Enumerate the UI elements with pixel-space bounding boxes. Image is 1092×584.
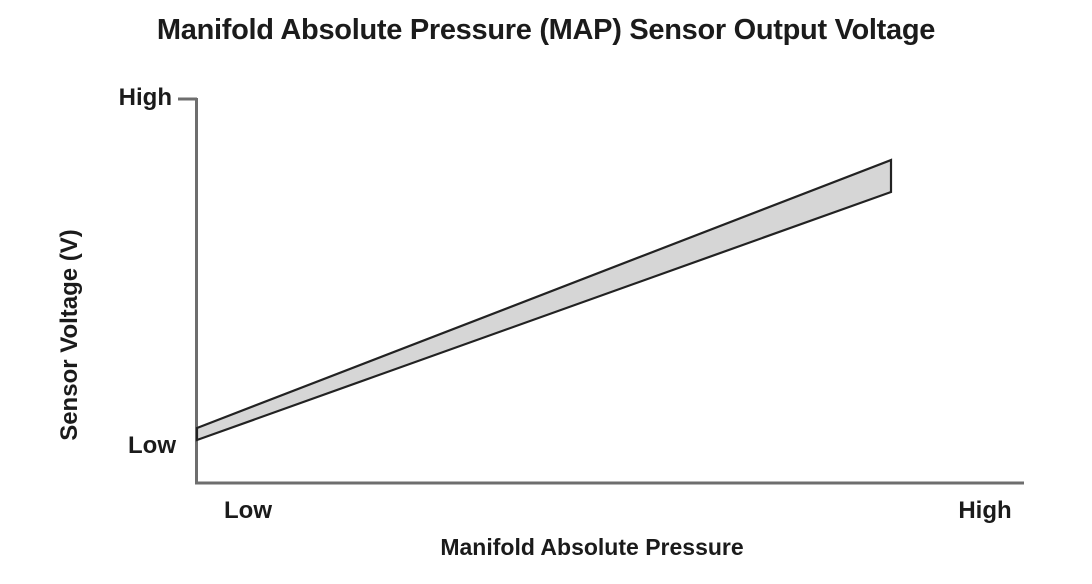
y-axis-tick-label-low: Low — [128, 432, 176, 459]
x-axis-tick-label-low: Low — [224, 497, 272, 524]
x-axis-title: Manifold Absolute Pressure — [440, 534, 744, 560]
y-axis-title: Sensor Voltage (V) — [56, 229, 83, 441]
x-axis-tick-label-high: High — [958, 497, 1012, 524]
y-axis-tick-label-high: High — [118, 84, 172, 111]
chart-title: Manifold Absolute Pressure (MAP) Sensor … — [156, 14, 936, 46]
sensor-output-band — [195, 158, 893, 442]
